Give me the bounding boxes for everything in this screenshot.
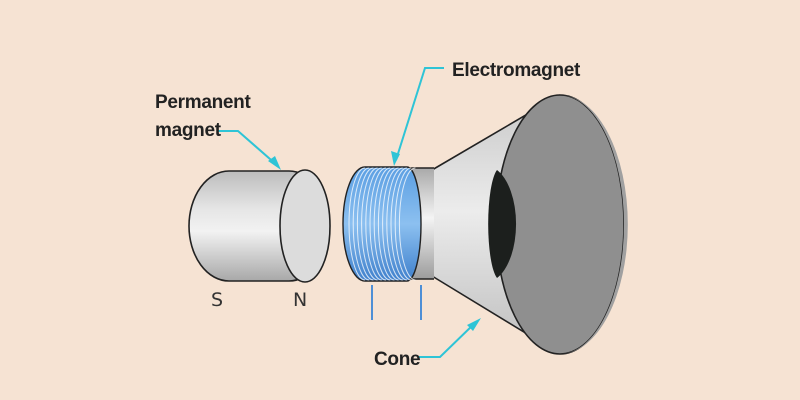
electromagnet-coil [342, 166, 422, 320]
permanent-magnet-leader [218, 130, 279, 167]
permanent-magnet-label-line1: Permanent [155, 92, 251, 113]
permanent-magnet-arrowhead [268, 156, 281, 170]
magnet-north-face [279, 169, 331, 283]
cone-leader [419, 321, 477, 358]
coil-winding [352, 167, 370, 281]
electromagnet-label: Electromagnet [452, 60, 581, 81]
cone-throat [488, 170, 517, 278]
speaker-cone [431, 94, 628, 355]
coil-winding [361, 167, 378, 281]
south-pole-label: S [211, 289, 223, 311]
coil-winding [398, 167, 416, 281]
leader-lines [218, 67, 481, 358]
coil-winding [382, 167, 399, 281]
north-pole-label: N [293, 289, 307, 311]
coil-winding [356, 167, 374, 281]
permanent-magnet [188, 169, 331, 283]
coil-winding [348, 167, 366, 281]
electromagnet-arrowhead [391, 151, 400, 166]
cone-arrowhead [467, 318, 481, 331]
coil-winding [390, 167, 408, 281]
coil-windings [348, 167, 416, 281]
cone-label: Cone [374, 349, 420, 370]
electromagnet-leader [395, 67, 444, 161]
coil-winding [394, 167, 412, 281]
coil-winding [365, 167, 382, 281]
coil-winding [377, 167, 395, 281]
coil-winding [386, 167, 403, 281]
permanent-magnet-label-line2: magnet [155, 120, 222, 141]
coil-winding [369, 167, 387, 281]
coil-winding [373, 167, 391, 281]
